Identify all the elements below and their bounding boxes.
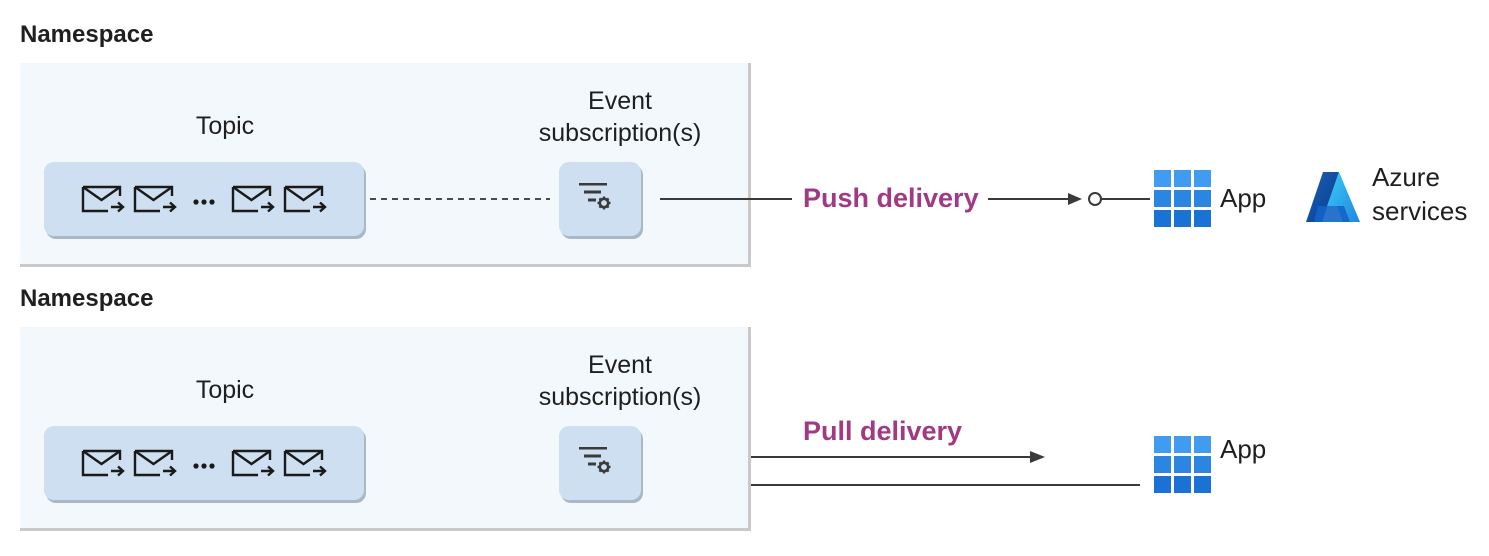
ellipsis-icon — [193, 199, 215, 205]
subscription-label: Event subscription(s) — [490, 85, 750, 149]
pull-arrow-head — [1030, 451, 1045, 463]
app-label: App — [1220, 434, 1267, 464]
app-grid-icon — [1154, 436, 1211, 493]
message-icon — [133, 449, 177, 477]
app-grid-icon — [1154, 170, 1211, 227]
subscription-label-line1: Event — [588, 87, 652, 115]
topic-label: Topic — [195, 376, 255, 404]
message-icons — [81, 449, 327, 477]
topic-label: Topic — [195, 112, 255, 140]
pull-delivery-label: Pull delivery — [803, 416, 963, 446]
message-icon — [283, 449, 327, 477]
subscription-label-line2: subscription(s) — [538, 119, 702, 147]
push-endpoint-circle — [1088, 192, 1102, 206]
namespace-box: Topic Event subscription(s) — [20, 327, 751, 531]
namespace-title: Namespace — [20, 285, 154, 312]
namespace-title: Namespace — [20, 21, 154, 48]
subscription-label: Event subscription(s) — [490, 349, 750, 413]
subscription-label-line1: Event — [588, 351, 652, 379]
azure-label-line1: Azure — [1372, 162, 1440, 192]
event-subscription-button[interactable] — [559, 162, 641, 236]
azure-services-label: Azure services — [1372, 160, 1467, 228]
azure-logo-icon — [1306, 172, 1360, 222]
azure-label-line2: services — [1372, 196, 1468, 226]
filter-settings-icon — [579, 447, 612, 475]
push-delivery-label: Push delivery — [803, 183, 979, 213]
message-icon — [231, 449, 275, 477]
app-label: App — [1220, 183, 1267, 213]
message-icons — [81, 185, 327, 213]
push-arrow-head — [1068, 193, 1082, 205]
topic-message-bar[interactable] — [44, 162, 364, 236]
namespace-box: Topic Event subscription(s) — [20, 63, 751, 267]
event-subscription-button[interactable] — [559, 426, 641, 500]
subscription-label-line2: subscription(s) — [538, 383, 702, 411]
ellipsis-icon — [193, 463, 215, 469]
message-icon — [81, 449, 125, 477]
topic-message-bar[interactable] — [44, 426, 364, 500]
